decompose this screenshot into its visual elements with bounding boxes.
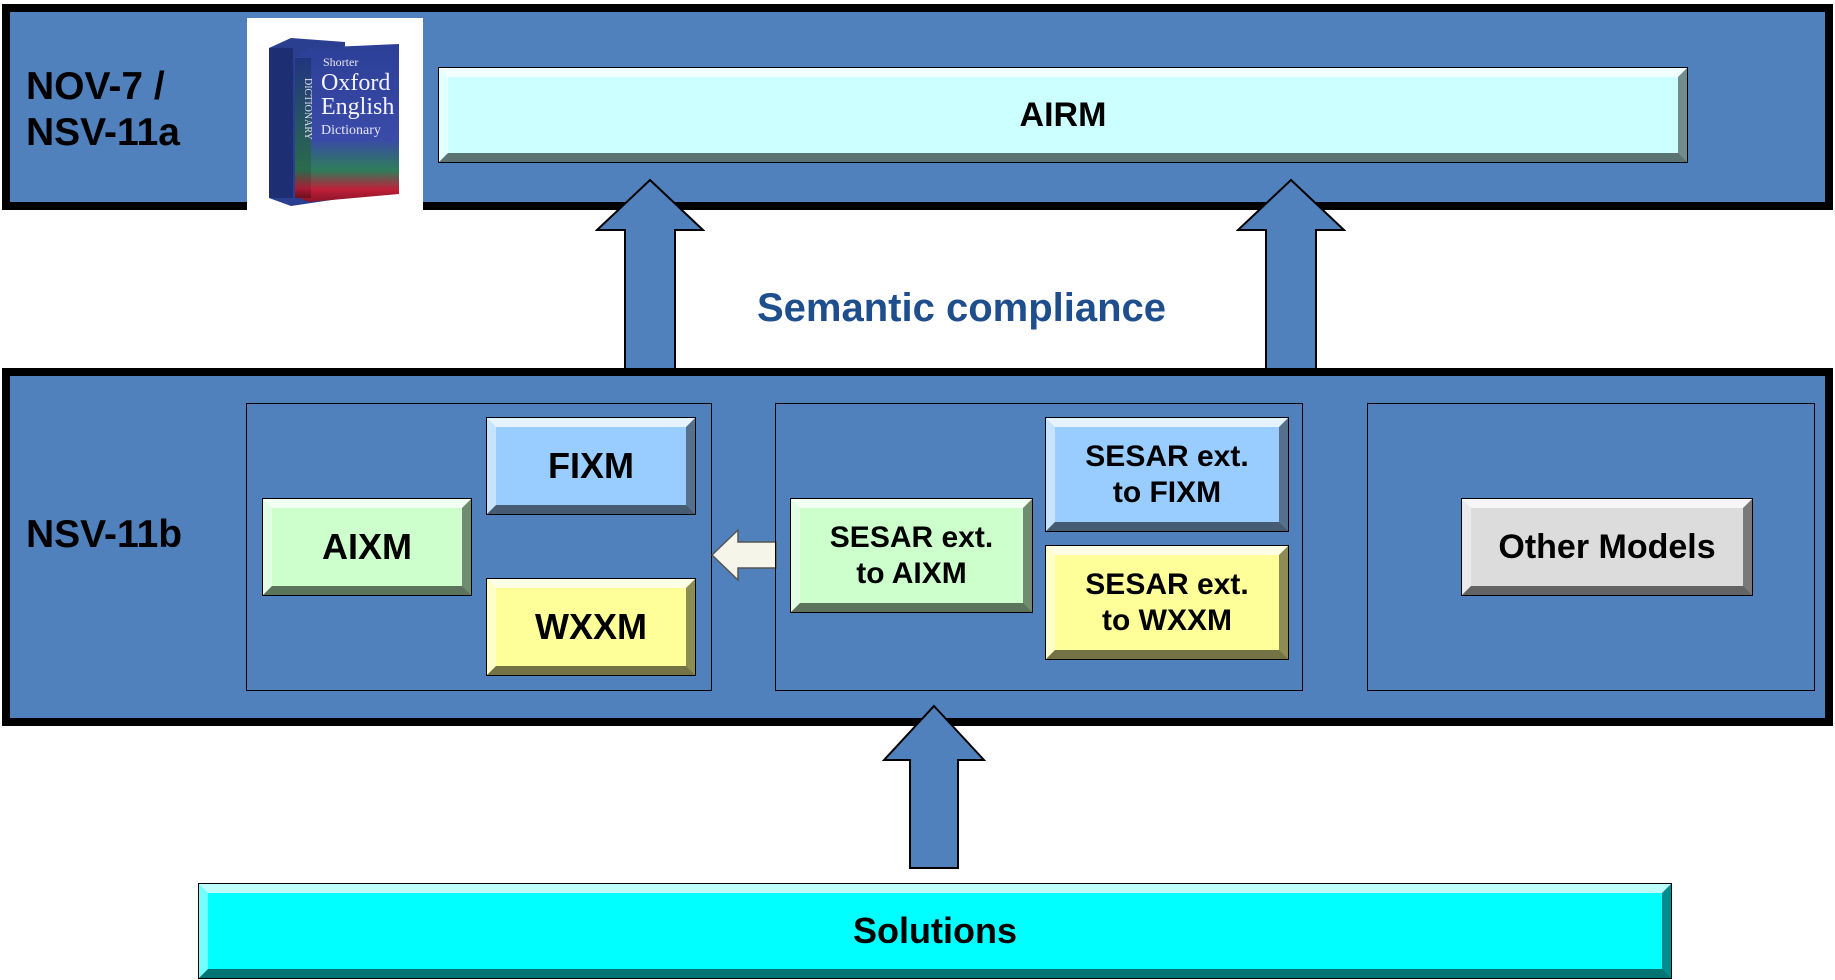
up-arrow-right [1236, 178, 1346, 385]
core-models-group [246, 403, 712, 691]
sesar-ext-aixm-label: SESAR ext. to AIXM [829, 520, 994, 590]
wxxm-box: WXXM [486, 578, 696, 676]
nsv11b-band-label: NSV-11b [26, 513, 183, 556]
solutions-box: Solutions [198, 883, 1672, 979]
book-title-2: English [321, 94, 394, 120]
left-arrow-extension [710, 528, 777, 582]
up-arrow-solutions [882, 704, 986, 869]
wxxm-label: WXXM [535, 606, 647, 648]
aixm-label: AIXM [322, 526, 412, 568]
sesar-ext-aixm-box: SESAR ext. to AIXM [790, 498, 1033, 613]
semantic-compliance-caption: Semantic compliance [757, 286, 1167, 330]
sesar-extensions-group [775, 403, 1303, 691]
fixm-box: FIXM [486, 417, 696, 515]
dictionary-book-image: Shorter Oxford English Dictionary DICTIO… [247, 18, 423, 210]
book-brand: Shorter [323, 55, 358, 69]
other-models-group [1367, 403, 1815, 691]
sesar-ext-wxxm-box: SESAR ext. to WXXM [1045, 545, 1289, 660]
up-arrow-left [595, 178, 705, 385]
airm-box: AIRM [438, 67, 1688, 163]
top-band-label: NOV-7 / NSV-11a [26, 65, 180, 154]
sesar-ext-fixm-label: SESAR ext. to FIXM [1085, 439, 1249, 509]
sesar-ext-wxxm-label: SESAR ext. to WXXM [1085, 567, 1249, 637]
fixm-label: FIXM [548, 445, 634, 487]
book-title-1: Oxford [321, 70, 390, 96]
aixm-box: AIXM [262, 498, 472, 596]
sesar-ext-fixm-box: SESAR ext. to FIXM [1045, 417, 1289, 532]
other-models-box: Other Models [1461, 498, 1753, 596]
book-title-3: Dictionary [321, 123, 381, 138]
solutions-label: Solutions [853, 910, 1017, 952]
other-models-label: Other Models [1498, 527, 1716, 566]
airm-label: AIRM [1019, 95, 1107, 134]
book-spine: DICTIONARY [302, 78, 313, 140]
